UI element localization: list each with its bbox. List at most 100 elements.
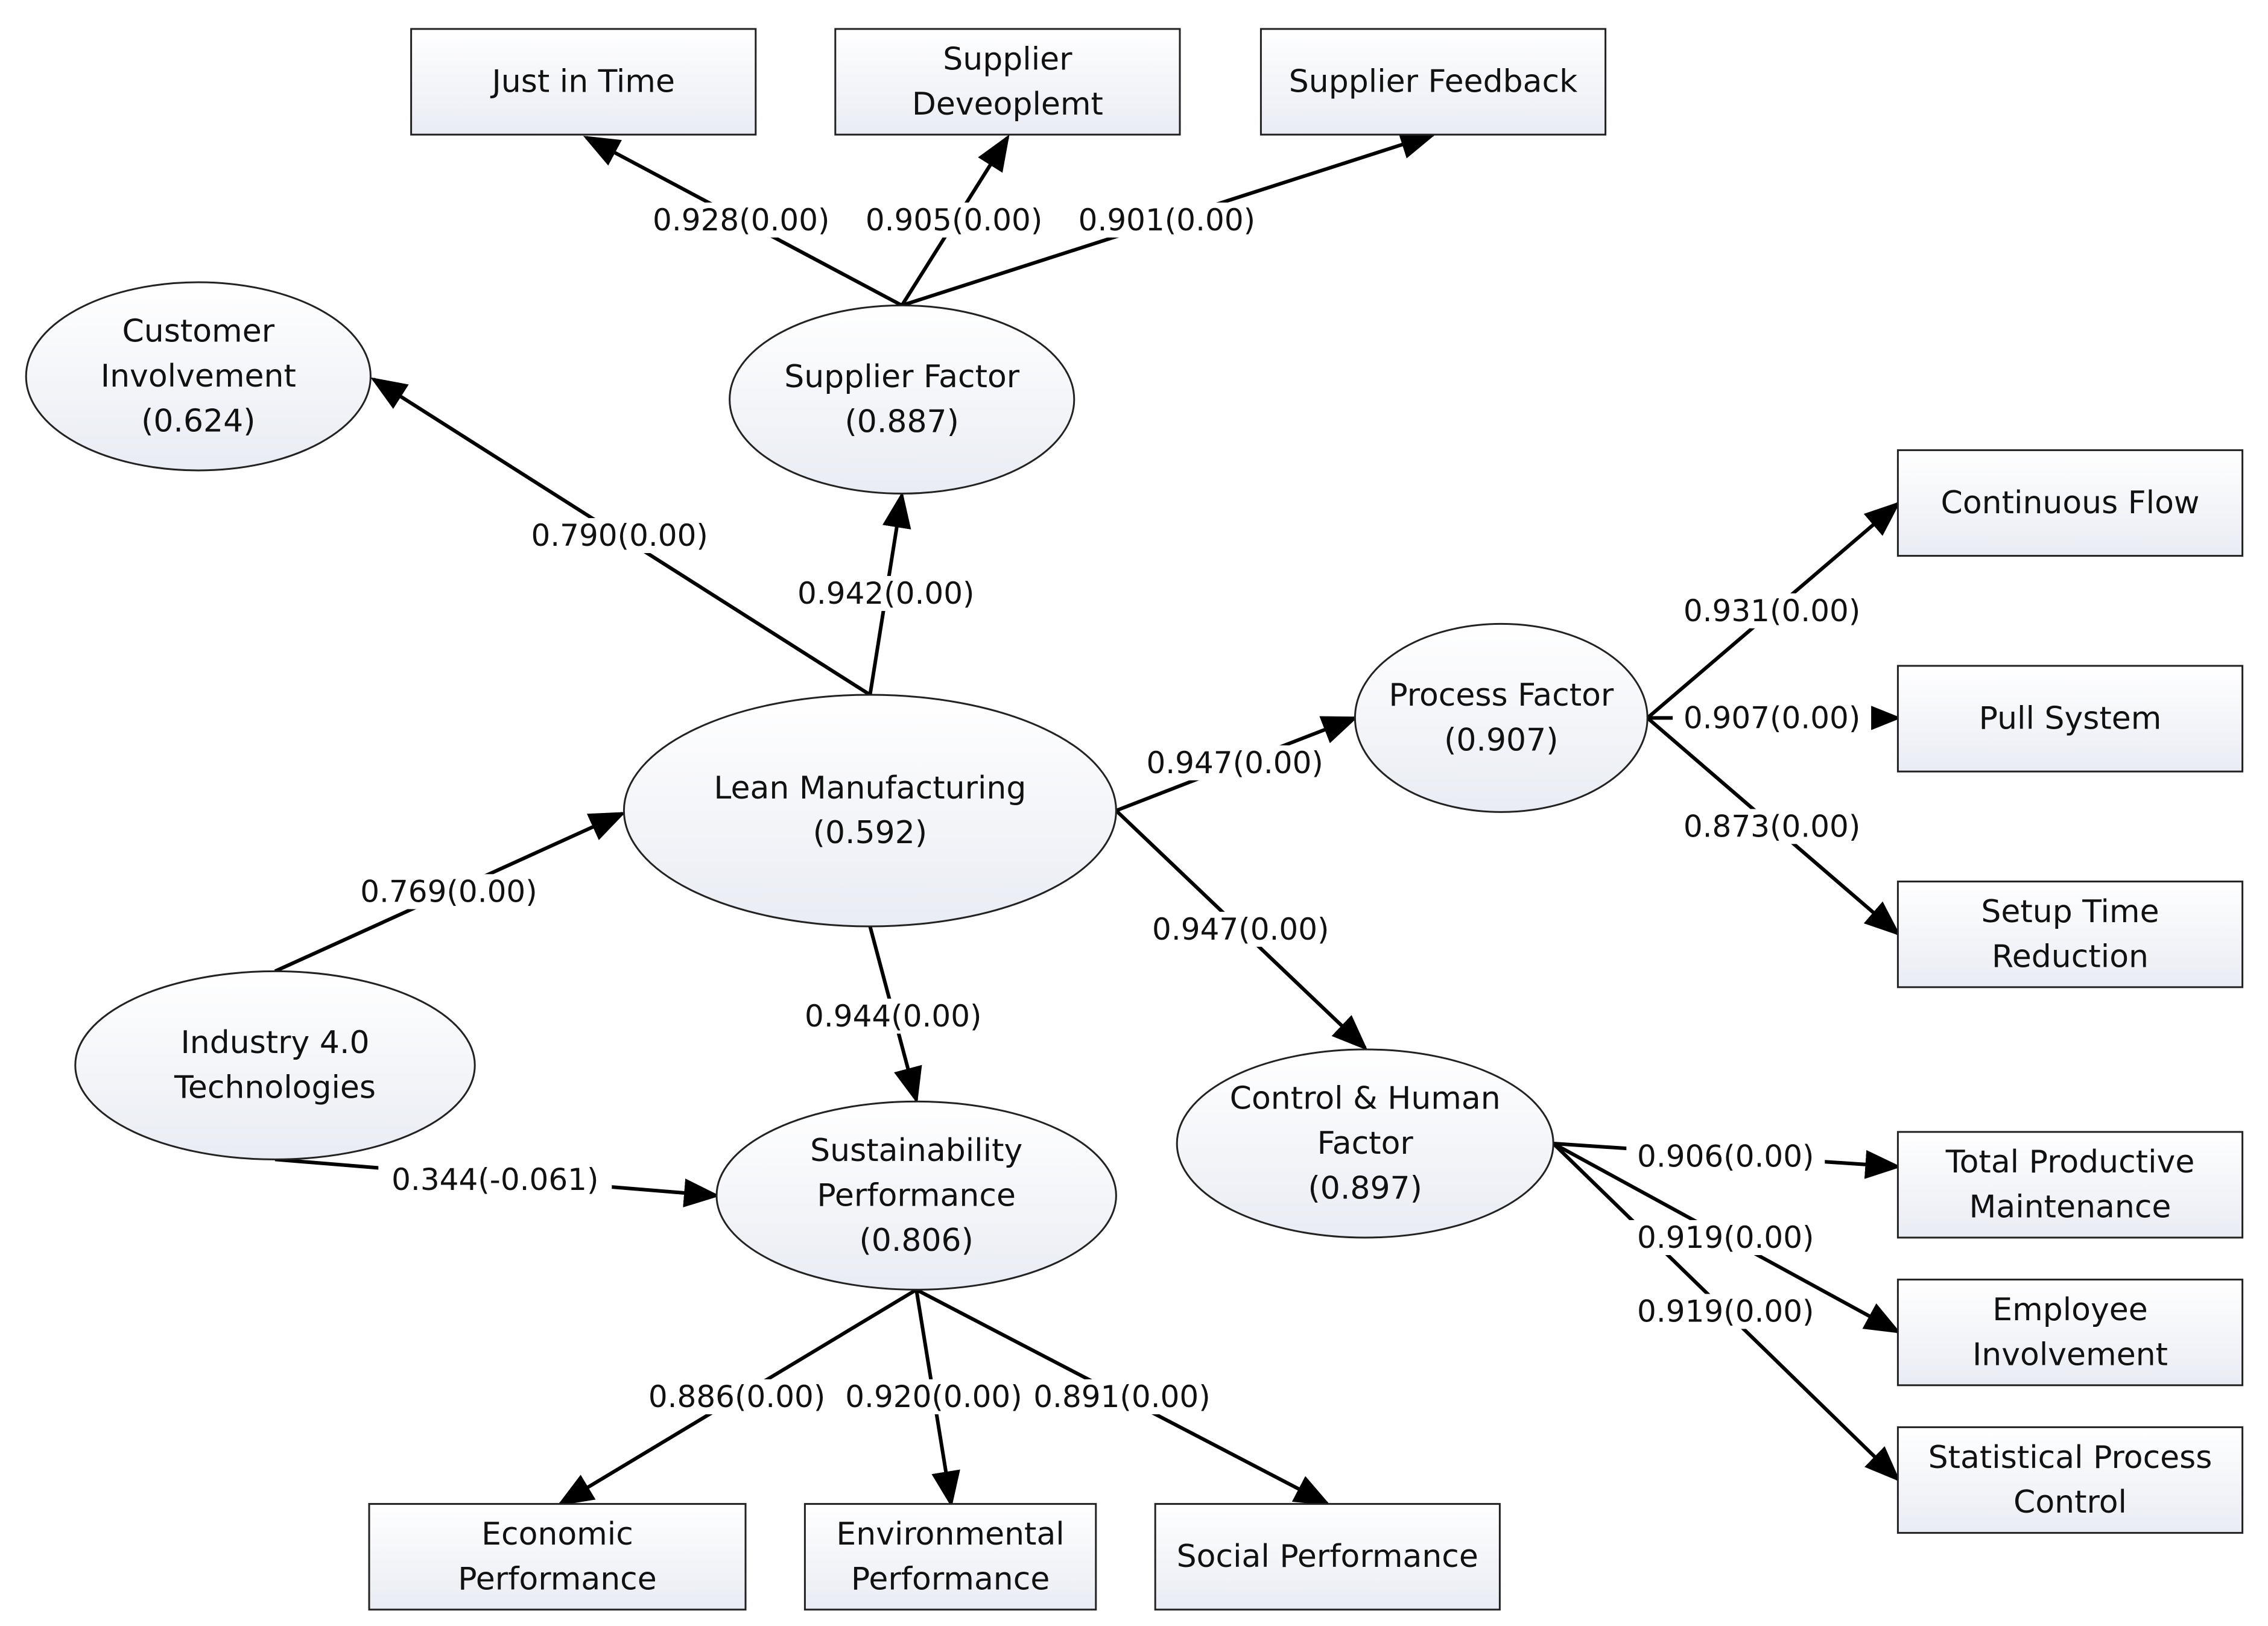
indicators.tpm-label-line: Maintenance [1969, 1189, 2171, 1226]
path-coefficient-ind-sust: 0.344(-0.061) [391, 1162, 598, 1197]
path-coefficient-ctrl-spc: 0.919(0.00) [1637, 1294, 1814, 1329]
path-label-bg [1141, 911, 1340, 947]
path-coefficient-sup-jit: 0.928(0.00) [653, 203, 829, 238]
indicators.jit-label-line: Just in Time [490, 64, 675, 100]
spc-box [1896, 1426, 2244, 1534]
industry-ellipse [74, 970, 476, 1160]
indicator-jit[interactable]: Just in Time [410, 28, 757, 136]
path-label-bg [794, 998, 993, 1034]
nodes-layer: Lean Manufacturing(0.592) Supplier Factor… [25, 28, 2244, 1611]
path-coefficient-sust-soc: 0.891(0.00) [1033, 1379, 1210, 1414]
constructs.customer-label-line: Customer [122, 314, 275, 350]
constructs.process-label-line: (0.907) [1444, 723, 1558, 759]
tpm-box [1896, 1131, 2244, 1239]
path-label-bg [1673, 593, 1872, 628]
empinv-box [1896, 1279, 2244, 1387]
path-coefficient-lean-cust: 0.790(0.00) [531, 518, 708, 553]
path-coefficient-lean-proc: 0.947(0.00) [1146, 745, 1323, 780]
indicators.spc-label-line: Statistical Process [1928, 1440, 2213, 1476]
constructs.control-label-line: Control & Human [1230, 1081, 1501, 1117]
control-ellipse [1176, 1048, 1554, 1239]
path-label-bg [834, 1379, 1033, 1414]
path-label-bg [855, 202, 1054, 238]
jit-box [410, 28, 757, 136]
path-label-bg [349, 874, 548, 909]
path-labels-layer: 0.928(0.00) 0.905(0.00) 0.901(0.00) 0.790(0… [349, 202, 1872, 1414]
indicators.empinv-label-line: Employee [1992, 1292, 2148, 1328]
indicators.cflow-label-line: Continuous Flow [1941, 485, 2200, 521]
indicators.empinv-label-line: Involvement [1972, 1337, 2168, 1373]
supdev-box [834, 28, 1181, 136]
path-coefficient-proc-pull: 0.907(0.00) [1684, 700, 1860, 735]
cflow-box [1896, 449, 2244, 557]
path-label-bg [787, 576, 986, 611]
indicators.tpm-label-line: Total Productive [1945, 1144, 2195, 1180]
path-coefficient-sup-supfb: 0.901(0.00) [1079, 203, 1255, 238]
path-coefficient-sust-env: 0.920(0.00) [845, 1379, 1022, 1414]
indicators.envir-label-line: Performance [851, 1561, 1050, 1597]
construct-supplier[interactable]: Supplier Factor (0.887) [729, 304, 1075, 495]
envir-box [803, 1503, 1097, 1611]
constructs.control-label-line: (0.897) [1308, 1170, 1422, 1206]
indicators.econ-label-line: Performance [458, 1561, 657, 1597]
constructs.customer-label-line: (0.624) [141, 403, 255, 439]
path-coefficient-lean-ctrl: 0.947(0.00) [1152, 912, 1329, 947]
process-ellipse [1354, 622, 1649, 813]
path-label-bg [1626, 1294, 1825, 1329]
constructs.process-label-line: Process Factor [1389, 677, 1614, 713]
indicators.supdev-label-line: Deveoplemt [912, 86, 1103, 122]
path-label-bg [1067, 202, 1266, 238]
path-label-bg [1673, 700, 1872, 736]
path-label-bg [1673, 809, 1872, 844]
supplier-ellipse [729, 304, 1075, 495]
indicator-cflow[interactable]: Continuous Flow [1896, 449, 2244, 557]
path-label-bg [1022, 1379, 1221, 1414]
path-label-bg [1626, 1220, 1825, 1255]
constructs.industry-label-line: Industry 4.0 [180, 1025, 369, 1061]
path-coefficient-proc-cflow: 0.931(0.00) [1684, 593, 1860, 628]
indicator-social[interactable]: Social Performance [1154, 1503, 1501, 1611]
path-coefficient-sup-supdev: 0.905(0.00) [866, 203, 1042, 238]
indicators.envir-label-line: Environmental [836, 1516, 1064, 1552]
path-label-bg [1135, 745, 1334, 780]
indicators.supfb-label-line: Supplier Feedback [1289, 64, 1577, 100]
path-label-bg [520, 518, 719, 553]
indicators.setup-label-line: Setup Time [1981, 894, 2159, 930]
constructs.sustain-label-line: Performance [817, 1177, 1016, 1213]
constructs.customer-label-line: Involvement [101, 358, 296, 394]
indicators.spc-label-line: Control [2013, 1484, 2127, 1520]
constructs.supplier-label-line: (0.887) [844, 404, 958, 440]
indicators.econ-label-line: Economic [481, 1516, 633, 1552]
constructs.lean-label-line: (0.592) [813, 815, 927, 851]
customer-ellipse [25, 281, 372, 472]
constructs.industry-label-line: Technologies [174, 1070, 376, 1106]
path-coefficient-lean-sust: 0.944(0.00) [805, 999, 981, 1034]
econ-box [368, 1503, 747, 1611]
path-coefficient-ind-lean: 0.769(0.00) [360, 874, 537, 909]
indicator-pull[interactable]: Pull System [1896, 665, 2244, 773]
indicator-supfb[interactable]: Supplier Feedback [1259, 28, 1607, 136]
indicators.supdev-label-line: Supplier [943, 41, 1072, 77]
indicators.social-label-line: Social Performance [1177, 1539, 1478, 1575]
construct-process[interactable]: Process Factor (0.907) [1354, 622, 1649, 813]
path-coefficient-lean-sup: 0.942(0.00) [797, 576, 974, 611]
lean-ellipse [622, 694, 1117, 928]
indicators.setup-label-line: Reduction [1992, 938, 2149, 975]
path-label-bg [378, 1162, 612, 1197]
social-box [1154, 1503, 1501, 1611]
constructs.supplier-label-line: Supplier Factor [784, 359, 1020, 395]
path-coefficient-proc-setup: 0.873(0.00) [1684, 809, 1860, 844]
construct-lean[interactable]: Lean Manufacturing(0.592) [622, 694, 1117, 928]
sustain-ellipse [715, 1100, 1117, 1291]
